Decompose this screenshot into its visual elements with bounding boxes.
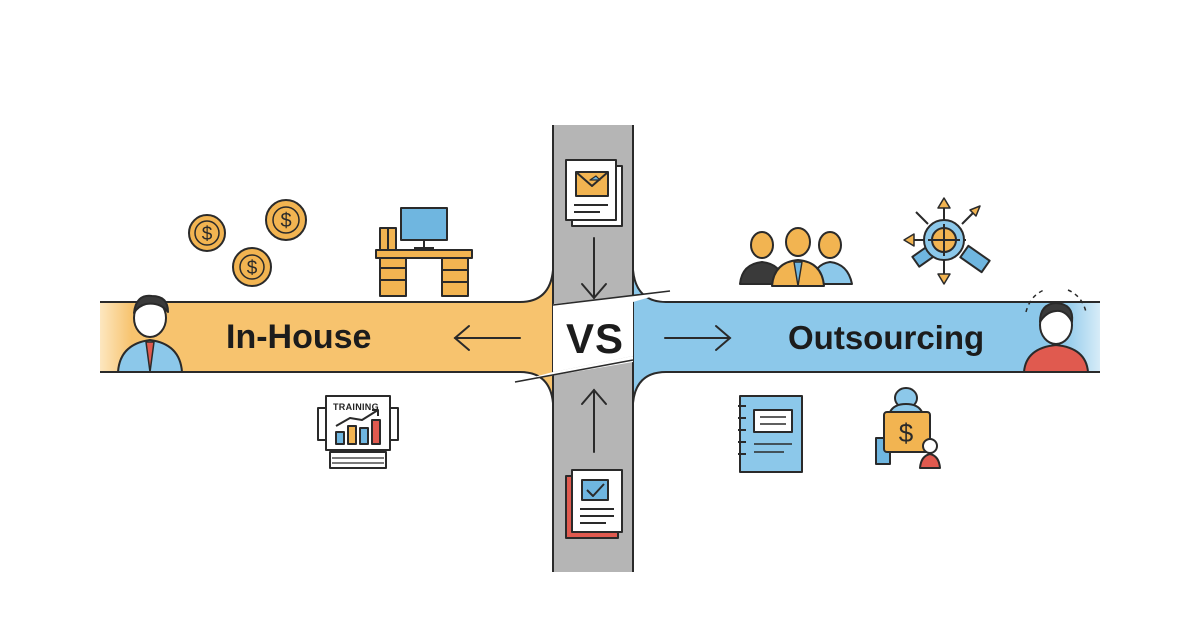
contract-dollar-symbol: $	[899, 418, 914, 448]
coin-symbol: $	[280, 210, 291, 232]
office-desk-icon	[375, 207, 473, 297]
coin-symbol: $	[247, 258, 258, 279]
notebook-icon	[738, 395, 803, 473]
document-checklist-icon	[565, 469, 623, 539]
document-envelope-icon	[565, 159, 623, 227]
coin-symbol: $	[202, 224, 213, 245]
arrow-down	[581, 237, 607, 300]
arrow-up	[581, 388, 607, 453]
in-house-label: In-House	[226, 318, 372, 356]
arrow-left	[453, 325, 521, 351]
outsourcing-label: Outsourcing	[788, 319, 985, 356]
training-label: TRAINING	[333, 402, 379, 412]
vs-label: VS	[566, 315, 625, 362]
network-target-icon	[903, 197, 991, 285]
person-connected-icon	[1023, 289, 1089, 373]
training-chart-icon	[317, 395, 399, 469]
person-with-tie-icon	[117, 294, 183, 373]
finance-contract-icon: $	[875, 387, 941, 469]
team-icon	[739, 227, 853, 287]
vs-panel	[553, 292, 668, 372]
arrow-right	[664, 325, 732, 351]
coins-icon: $ $ $	[188, 199, 307, 287]
